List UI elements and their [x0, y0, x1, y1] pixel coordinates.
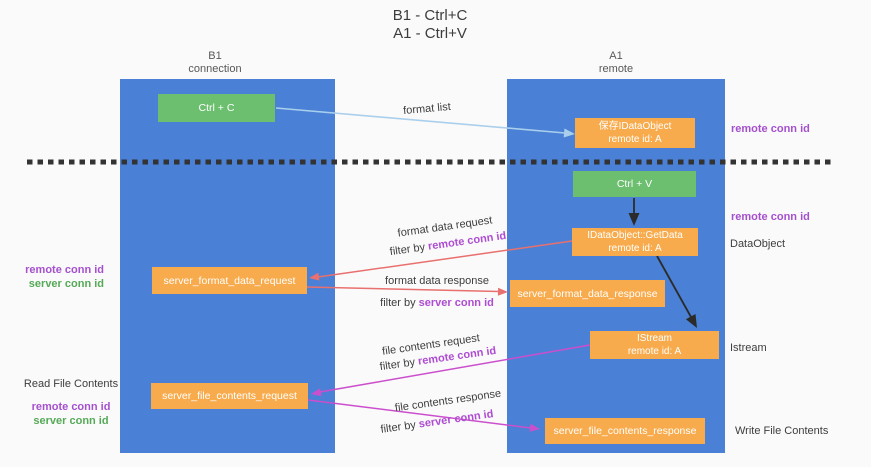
- label-conn-ids-left-top: remote conn id server conn id: [18, 263, 104, 291]
- diagram-title: B1 - Ctrl+C A1 - Ctrl+V: [320, 7, 540, 43]
- node-save-dataobject: 保存IDataObject remote id: A: [575, 118, 695, 148]
- label-format-list: format list: [402, 100, 452, 118]
- label-write-file-contents: Write File Contents: [735, 425, 829, 437]
- lifeline-header-a1: A1 remote: [556, 50, 676, 76]
- label-remote-conn-id-top: remote conn id: [731, 123, 810, 135]
- filter-prefix: filter by: [379, 419, 417, 436]
- node-istream: IStream remote id: A: [590, 331, 719, 359]
- node-server-file-contents-response-label: server_file_contents_response: [553, 425, 697, 437]
- node-getdata: IDataObject::GetData remote id: A: [572, 228, 698, 256]
- node-save-dataobject-line1: 保存IDataObject: [598, 121, 672, 132]
- label-remote-conn-id-left-2: remote conn id: [31, 401, 111, 413]
- node-server-format-data-response-label: server_format_data_response: [517, 287, 658, 300]
- filter-prefix: filter by: [389, 241, 426, 259]
- label-dataobject: DataObject: [730, 238, 786, 250]
- node-ctrl-c: Ctrl + C: [158, 94, 275, 122]
- node-server-format-data-request-label: server_format_data_request: [163, 274, 296, 287]
- node-server-file-contents-request-label: server_file_contents_request: [162, 390, 297, 402]
- filter-highlight-server-conn-id: server conn id: [418, 297, 494, 309]
- lifeline-b1-title: B1: [208, 50, 222, 62]
- node-server-file-contents-response: server_file_contents_response: [545, 418, 705, 444]
- node-ctrl-v: Ctrl + V: [573, 171, 696, 197]
- filter-prefix: filter by: [380, 297, 416, 309]
- lifeline-b1-subtitle: connection: [188, 63, 242, 75]
- label-istream: Istream: [730, 342, 767, 354]
- filter-prefix: filter by: [379, 356, 416, 374]
- node-ctrl-c-label: Ctrl + C: [198, 102, 235, 114]
- title-line-2: A1 - Ctrl+V: [393, 25, 467, 42]
- node-server-format-data-response: server_format_data_response: [510, 280, 665, 307]
- label-format-data-response: format data response: [385, 275, 489, 287]
- lifeline-a1-title: A1: [609, 50, 623, 62]
- label-server-conn-id-left-1: server conn id: [28, 278, 104, 290]
- arrow-format-data-response: [306, 286, 508, 296]
- filter-highlight-server-conn-id: server conn id: [418, 408, 495, 431]
- node-istream-line2: remote id: A: [627, 346, 682, 357]
- label-conn-ids-left-bottom: remote conn id server conn id: [11, 400, 131, 428]
- node-save-dataobject-line2: remote id: A: [608, 134, 662, 145]
- label-remote-conn-id-mid: remote conn id: [731, 211, 810, 223]
- lifeline-header-b1: B1 connection: [155, 50, 275, 76]
- label-format-data-response-filter: filter by server conn id: [380, 297, 494, 309]
- label-server-conn-id-left-2: server conn id: [33, 415, 109, 427]
- node-server-format-data-request: server_format_data_request: [152, 267, 307, 294]
- label-read-file-contents: Read File Contents: [23, 378, 119, 390]
- label-remote-conn-id-left-1: remote conn id: [25, 264, 104, 276]
- node-getdata-line2: remote id: A: [608, 243, 662, 254]
- node-server-file-contents-request: server_file_contents_request: [151, 383, 308, 409]
- lifeline-a1-subtitle: remote: [598, 63, 634, 75]
- title-line-1: B1 - Ctrl+C: [392, 7, 468, 24]
- node-getdata-line1: IDataObject::GetData: [587, 230, 683, 241]
- node-istream-line1: IStream: [636, 333, 672, 344]
- node-ctrl-v-label: Ctrl + V: [616, 178, 653, 190]
